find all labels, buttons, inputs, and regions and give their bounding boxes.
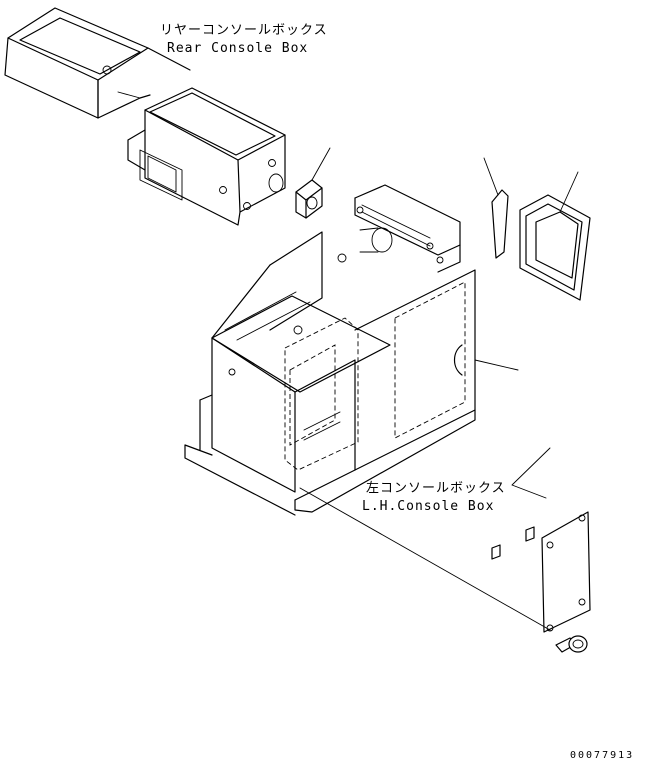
lh-console-box-label-jp: 左コンソールボックス (366, 481, 506, 496)
lh-console-box (184, 184, 519, 516)
rear-console-box (4, 7, 286, 226)
rear-console-box-label-jp: リヤーコンソールボックス (160, 23, 328, 38)
rear-console-box-label-en: Rear Console Box (167, 41, 309, 56)
grommet-plate (295, 147, 331, 219)
bracket-and-mat (483, 157, 591, 301)
cover-plate-and-bolt (299, 447, 591, 653)
lh-console-box-label-en: L.H.Console Box (362, 499, 495, 514)
drawing-number: 00077913 (570, 750, 635, 761)
